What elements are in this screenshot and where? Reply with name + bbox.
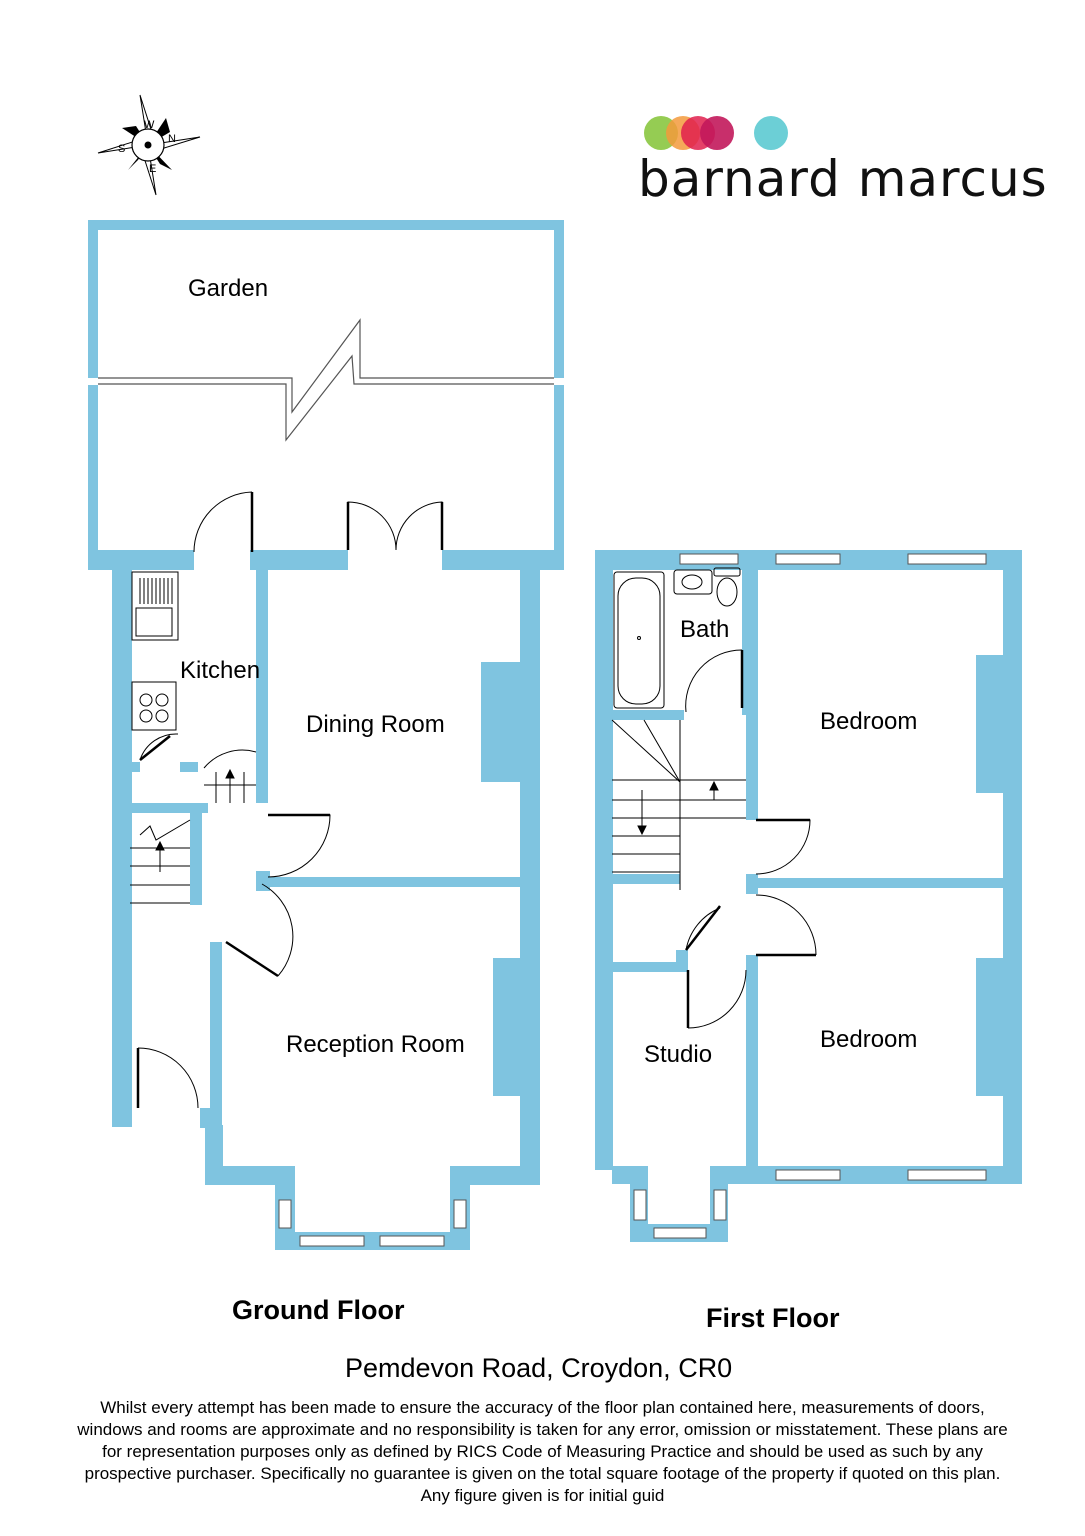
- compass-icon: W N S E: [97, 94, 201, 196]
- room-label-kitchen: Kitchen: [180, 657, 261, 684]
- room-label-dining-room: Dining Room: [306, 711, 445, 738]
- brand-logo-text: barnard marcus: [638, 150, 1048, 208]
- first-floor-stairs: [611, 719, 746, 890]
- brand-logo-dots: [644, 116, 788, 150]
- first-floor-doors: [685, 649, 817, 1029]
- ground-floor-walls: [88, 220, 564, 1250]
- disclaimer-line: prospective purchaser. Specifically no g…: [84, 1464, 1001, 1483]
- ground-floor-title: Ground Floor: [232, 1295, 405, 1325]
- disclaimer-line: for representation purposes only as defi…: [102, 1442, 983, 1461]
- property-address: Pemdevon Road, Croydon, CR0: [345, 1353, 733, 1383]
- room-label-bedroom-front: Bedroom: [820, 1026, 918, 1053]
- bath-fittings: [613, 567, 741, 709]
- ground-floor-doors: [136, 491, 444, 1109]
- ground-floor-stairs: [130, 768, 256, 904]
- first-floor-windows: [633, 553, 987, 1239]
- kitchen-fittings: [131, 571, 179, 731]
- disclaimer-line: Any figure given is for initial guid: [420, 1486, 665, 1505]
- first-floor-walls: [595, 550, 1022, 1242]
- room-label-reception-room: Reception Room: [286, 1031, 465, 1058]
- room-label-bedroom-rear: Bedroom: [820, 708, 918, 735]
- disclaimer-line: Whilst every attempt has been made to en…: [100, 1398, 985, 1417]
- compass-south-label: S: [118, 143, 125, 155]
- compass-west-label: W: [144, 119, 155, 131]
- disclaimer-line: windows and rooms are approximate and no…: [77, 1420, 1008, 1439]
- room-label-bath: Bath: [680, 616, 730, 643]
- disclaimer: Whilst every attempt has been made to en…: [30, 1397, 1055, 1507]
- ground-floor-windows: [278, 1199, 467, 1247]
- compass-east-label: E: [149, 163, 156, 175]
- room-label-studio: Studio: [644, 1041, 713, 1068]
- first-floor-title: First Floor: [706, 1303, 840, 1333]
- garden-break-line: [98, 318, 554, 442]
- room-label-garden: Garden: [188, 275, 269, 302]
- compass-north-label: N: [168, 133, 176, 145]
